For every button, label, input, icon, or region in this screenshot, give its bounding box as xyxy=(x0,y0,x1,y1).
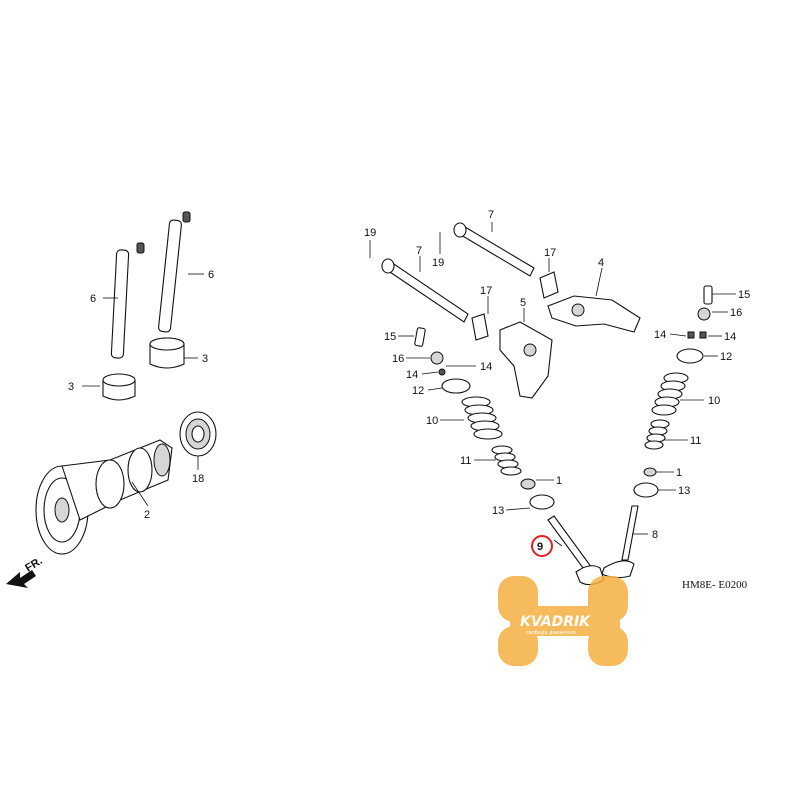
callout-3-left: 3 xyxy=(68,381,74,393)
valve-train-intake xyxy=(414,327,555,510)
callout-13-right: 13 xyxy=(678,485,690,497)
callout-15-right: 15 xyxy=(738,289,750,301)
callout-12-left: 12 xyxy=(412,385,424,397)
callout-6-left: 6 xyxy=(90,293,96,305)
callout-11-left: 11 xyxy=(460,455,471,467)
callout-5: 5 xyxy=(520,297,526,309)
rocker-shaft-lower xyxy=(381,258,469,323)
rocker-shaft-upper xyxy=(453,222,535,277)
callout-1-left: 1 xyxy=(556,475,562,487)
tappet-right xyxy=(149,337,185,369)
callout-16-left: 16 xyxy=(392,353,404,365)
diagram-code: HM8E- E0200 xyxy=(682,579,748,591)
callout-10-right: 10 xyxy=(708,395,720,407)
callout-13-left: 13 xyxy=(492,505,504,517)
camshaft xyxy=(35,439,173,555)
push-rod-long xyxy=(158,211,191,333)
callout-17-left: 17 xyxy=(480,285,492,297)
push-rod-short xyxy=(110,242,145,359)
callout-1-right: 1 xyxy=(676,467,682,479)
rocker-arm-intake xyxy=(499,321,553,399)
leader-lines xyxy=(82,222,736,547)
intake-valve xyxy=(547,515,605,586)
callout-14-left-b: 14 xyxy=(480,361,492,373)
camshaft-bearing xyxy=(179,411,217,457)
kvadrik-watermark: KVADRIK свобода движения xyxy=(498,576,628,666)
rocker-plate-left xyxy=(471,313,489,341)
highlight-circle-9 xyxy=(531,535,553,557)
callout-19-right: 19 xyxy=(432,257,444,269)
callout-4: 4 xyxy=(598,257,604,269)
callout-17-right: 17 xyxy=(544,247,556,259)
callout-14-right-b: 14 xyxy=(724,331,736,343)
callout-18: 18 xyxy=(192,473,204,485)
callout-8: 8 xyxy=(652,529,658,541)
callout-19-left: 19 xyxy=(364,227,376,239)
front-marker-label: FR. xyxy=(23,555,44,575)
tappet-left xyxy=(102,373,136,401)
callout-9-highlighted: 9 xyxy=(537,541,543,553)
front-direction-marker: FR. xyxy=(6,555,45,588)
callout-15-left: 15 xyxy=(384,331,396,343)
watermark-brand: KVADRIK xyxy=(520,614,591,630)
watermark-tagline: свобода движения xyxy=(526,630,576,636)
callout-7-upper: 7 xyxy=(488,209,494,221)
callout-14-left-a: 14 xyxy=(406,369,418,381)
callout-12-right: 12 xyxy=(720,351,732,363)
inner-spring-exhaust xyxy=(644,419,670,450)
outer-spring-intake xyxy=(461,396,503,440)
callout-labels: 6 6 3 3 18 2 19 19 7 7 17 17 4 5 15 16 1… xyxy=(68,209,750,553)
callout-10-left: 10 xyxy=(426,415,438,427)
outer-spring-exhaust xyxy=(651,372,689,416)
callout-11-right: 11 xyxy=(690,435,701,447)
valve-train-exhaust xyxy=(633,285,713,498)
rocker-arm-exhaust xyxy=(547,295,641,333)
callout-16-right: 16 xyxy=(730,307,742,319)
rocker-plate-right xyxy=(539,271,559,299)
callout-7-lower: 7 xyxy=(416,245,422,257)
inner-spring-intake xyxy=(491,445,522,476)
callout-14-right-a: 14 xyxy=(654,329,666,341)
callout-6-right: 6 xyxy=(208,269,214,281)
exhaust-valve xyxy=(601,505,639,579)
callout-2: 2 xyxy=(144,509,150,521)
callout-3-right: 3 xyxy=(202,353,208,365)
